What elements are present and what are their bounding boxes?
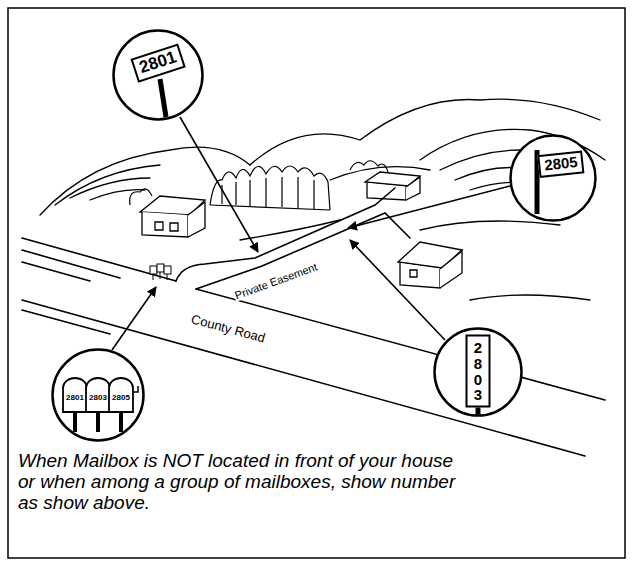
caption-text: When Mailbox is NOT located in front of … bbox=[18, 450, 463, 513]
leader-arrows bbox=[112, 117, 510, 350]
mailbox-group bbox=[150, 264, 171, 280]
sign-post bbox=[160, 79, 166, 117]
house-number: 2801 bbox=[66, 394, 84, 402]
mailbox-symbol bbox=[86, 378, 110, 412]
mailbox-post bbox=[73, 412, 77, 432]
circle-border bbox=[511, 136, 596, 221]
callout-circle: 2801 bbox=[112, 29, 204, 121]
road-label: Private Easement bbox=[232, 260, 320, 302]
house-number: 2805 bbox=[112, 394, 130, 402]
circle-border bbox=[53, 350, 144, 441]
callout-circle: 2805 bbox=[509, 134, 597, 222]
leader-arrow bbox=[180, 117, 258, 252]
callout-circle: 2801 2803 2805 bbox=[51, 348, 145, 442]
callout-circle: 2803 bbox=[433, 327, 523, 417]
circle-outline bbox=[509, 134, 597, 222]
house-number: 2805 bbox=[537, 150, 584, 177]
house-number: 2803 bbox=[466, 335, 491, 408]
mailbox-post bbox=[96, 412, 100, 432]
mailbox-flag bbox=[133, 386, 138, 392]
road-label: County Road bbox=[189, 312, 268, 346]
sign-post bbox=[476, 407, 481, 415]
circle-border bbox=[435, 329, 522, 416]
house-number: 2803 bbox=[89, 394, 107, 402]
leader-arrow bbox=[348, 186, 510, 228]
hills bbox=[40, 99, 605, 300]
frame bbox=[8, 8, 625, 558]
mailbox-symbol bbox=[109, 378, 133, 412]
circle-border bbox=[114, 31, 203, 120]
leader-arrow bbox=[350, 240, 445, 340]
leader-arrow bbox=[112, 287, 156, 350]
mailbox-symbol bbox=[63, 378, 87, 412]
roads bbox=[22, 188, 605, 456]
mailbox-post bbox=[119, 412, 123, 432]
